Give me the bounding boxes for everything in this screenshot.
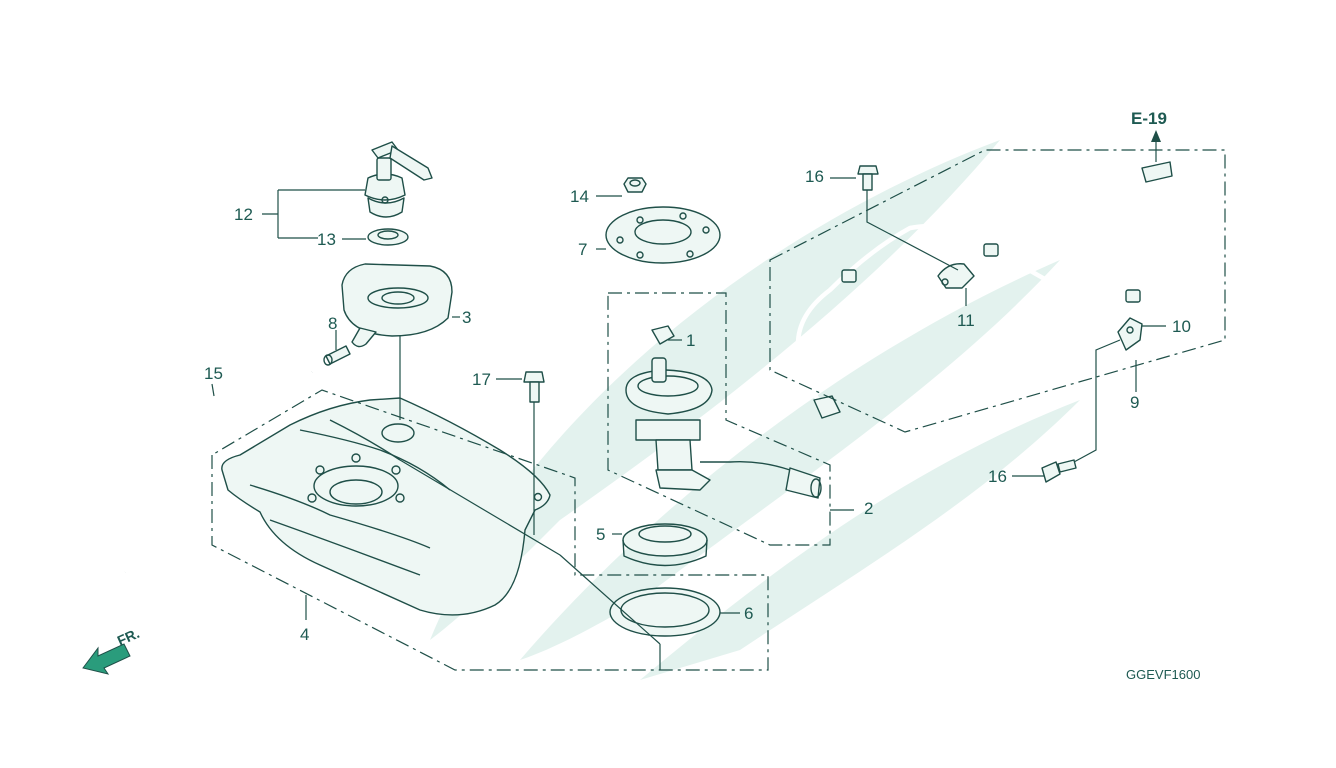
bolt-16b-part (1041, 459, 1077, 483)
callout-labels: 12 13 3 8 15 4 17 14 7 1 5 6 2 16 11 10 … (204, 109, 1200, 682)
filler-neck-part (341, 263, 453, 348)
fuel-pump-part (625, 325, 822, 499)
grouping-lines (211, 149, 1226, 671)
callout-8: 8 (328, 314, 337, 333)
callout-1: 1 (686, 331, 695, 350)
wire-harness-part (795, 161, 1173, 419)
callout-6: 6 (744, 604, 753, 623)
callout-13: 13 (317, 230, 336, 249)
setting-plate-part (605, 206, 721, 264)
callout-17: 17 (472, 370, 491, 389)
seal-ring-part (609, 587, 721, 637)
direction-label: FR. (115, 625, 142, 649)
reference-label: E-19 (1131, 109, 1167, 128)
callout-16-bottom: 16 (988, 467, 1007, 486)
reference-arrowhead (1151, 130, 1161, 142)
callout-5: 5 (596, 525, 605, 544)
callout-2: 2 (864, 499, 873, 518)
bolt-17-part (523, 371, 545, 403)
fitting-part (323, 345, 351, 366)
callout-14: 14 (570, 187, 589, 206)
diagram-code: GGEVF1600 (1126, 667, 1200, 682)
fuel-tank-part (221, 397, 551, 616)
clamp-11-part (937, 263, 975, 289)
nut-part (623, 177, 647, 193)
cap-gasket-part (367, 228, 409, 246)
callout-11: 11 (957, 311, 975, 330)
front-direction-arrow: FR. (82, 625, 142, 675)
bolt-16a-part (857, 165, 879, 191)
callout-4: 4 (300, 625, 309, 644)
leader-lines (211, 140, 1166, 670)
callout-7: 7 (578, 240, 587, 259)
callout-3: 3 (462, 308, 471, 327)
grommet-part (622, 523, 708, 567)
callout-10: 10 (1172, 317, 1191, 336)
fuel-cap-part (364, 141, 433, 218)
breather-tube-part (120, 367, 314, 573)
callout-16-top: 16 (805, 167, 824, 186)
callout-12: 12 (234, 205, 253, 224)
callout-9: 9 (1130, 393, 1139, 412)
clamp-10-part (1117, 317, 1143, 351)
callout-15: 15 (204, 364, 223, 383)
